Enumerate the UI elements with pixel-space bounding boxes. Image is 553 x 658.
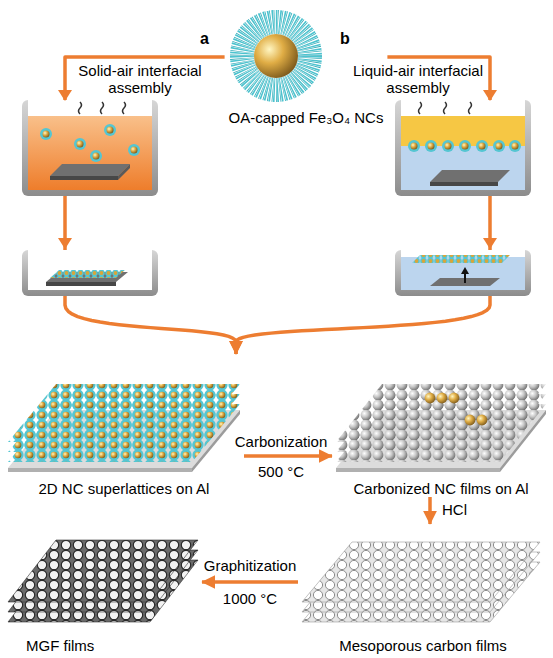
carbonized-film [336,384,546,472]
beaker [40,128,52,140]
beaker [408,140,420,152]
stage-caption: MGF films [26,637,94,654]
carbonized-film [477,415,488,426]
beaker [22,100,158,196]
beaker [469,102,472,114]
beaker [118,164,130,180]
beaker [128,144,140,156]
beaker [50,164,130,176]
step-label: Solid-air interfacial assembly [70,62,210,96]
beaker [101,102,104,114]
beaker [22,250,158,296]
process-arrow [428,497,432,524]
superlattice-film [8,384,240,442]
beaker [395,100,531,196]
temperature-label: 1000 °C [223,590,277,607]
beaker [430,182,498,186]
beaker [46,282,116,286]
stage-caption: OA-capped Fe₃O₄ NCs [229,109,384,126]
step-label: Graphitization [204,557,297,574]
process-arrow [244,454,332,458]
beaker [509,140,521,152]
beaker [430,170,510,182]
beaker [442,140,454,152]
stage-caption: Mesoporous carbon films [339,637,507,654]
beaker [401,100,525,190]
mgf-film [8,540,198,622]
stage-figure: Mesoporous carbon films [298,524,548,654]
beaker [419,102,422,114]
beaker [476,140,488,152]
beaker [22,250,158,296]
carbonized-film [449,393,460,404]
carbonized-film [425,393,436,404]
nanocrystal-sphere [242,22,310,90]
step-label: Liquid-air interfacial assembly [348,62,488,96]
beaker [412,255,510,263]
step-label: HCl [442,501,467,518]
mesoporous-film [302,542,540,602]
beaker [493,140,505,152]
arrow-head [58,90,497,249]
beaker [28,250,152,290]
superlattice-film [8,384,240,472]
beaker [50,176,118,180]
carbonized-film [336,384,546,442]
carbonized-film [437,393,448,404]
beaker [74,138,86,150]
beaker [401,250,525,290]
stage-figure: MGF films [4,524,202,654]
beaker [395,250,531,296]
carbonized-film [465,415,476,426]
arrow-head [58,90,72,101]
stage-caption: Carbonized NC films on Al [353,480,528,497]
nanocrystal-sphere [242,22,310,90]
superlattice-film [8,468,192,472]
stage-caption: 2D NC superlattices on Al [39,480,210,497]
panel-letter: a [200,30,209,47]
mgf-film [8,540,198,602]
arrow-head [483,90,497,101]
beaker [79,102,82,114]
beaker [464,273,466,283]
beaker [401,146,525,190]
arrow-head [483,238,497,249]
beaker [395,250,531,296]
beaker [123,102,126,114]
beaker [22,100,158,196]
step-label: Carbonization [235,433,328,450]
arrow-head [58,238,72,249]
beaker [461,267,469,274]
beaker [104,124,116,136]
mesoporous-film [302,542,540,622]
beaker [28,116,152,190]
panel-letter: b [340,30,350,47]
beaker [90,150,102,162]
beaker [50,270,125,278]
temperature-label: 500 °C [258,463,304,480]
nanocrystal-sphere [242,22,310,90]
beaker [425,140,437,152]
beaker [395,100,531,196]
carbonized-film [336,468,500,472]
beaker [459,140,471,152]
beaker [444,102,447,114]
beaker [28,100,152,190]
process-arrow [202,580,298,584]
nanocrystal-sphere [254,34,298,78]
stage-figure: 2D NC superlattices on Al [4,354,244,497]
stage-figure: Carbonized NC films on Al [332,354,550,497]
